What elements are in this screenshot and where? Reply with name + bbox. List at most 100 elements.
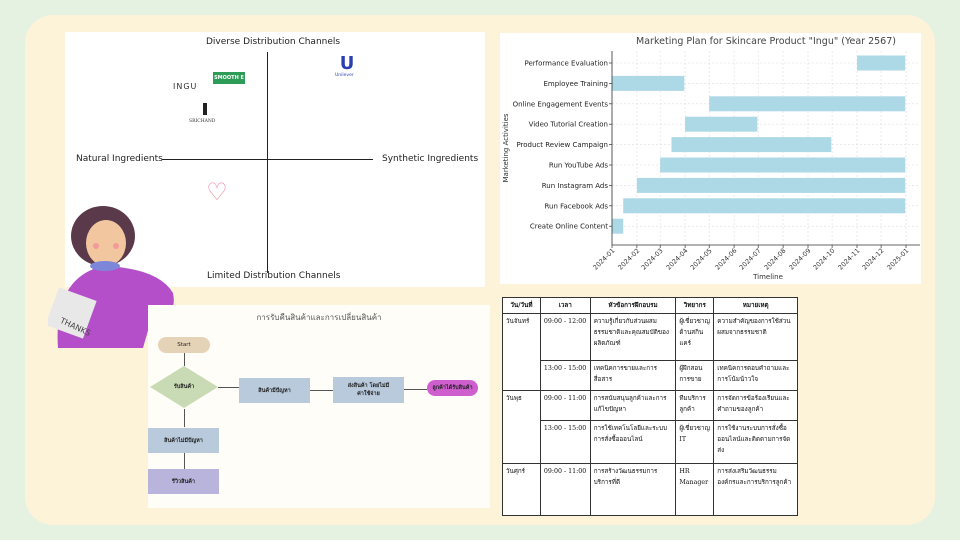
table-header-row: วัน/วันที่ เวลา หัวข้อการฝึกอบรม วิทยากร… bbox=[502, 297, 798, 314]
table-row: 13:00 - 15:00 เทคนิคการขายและการสื่อสาร … bbox=[503, 360, 798, 391]
note-cell: การใช้งานระบบการสั่งซื้อออนไลน์และติดตาม… bbox=[713, 420, 798, 464]
note-cell: เทคนิคการตอบคำถามและการโน้มน้าวใจ bbox=[713, 360, 798, 391]
header-day: วัน/วันที่ bbox=[502, 297, 541, 314]
chart-title: Marketing Plan for Skincare Product "Ing… bbox=[636, 36, 896, 47]
y-tick-label: Run YouTube Ads bbox=[549, 162, 608, 170]
arrow bbox=[184, 453, 185, 469]
x-tick-label: 2024-04 bbox=[665, 247, 690, 272]
arrow bbox=[404, 389, 427, 390]
note-cell: การส่งเสริมวัฒนธรรมองค์กรและการบริการลูก… bbox=[713, 463, 798, 516]
speaker-cell: ผู้เชี่ยวชาญ IT bbox=[675, 420, 715, 464]
vertical-axis bbox=[267, 52, 268, 273]
horizontal-axis bbox=[162, 159, 373, 160]
time-cell: 09:00 - 11:00 bbox=[539, 390, 591, 421]
speaker-cell: ผู้เชี่ยวชาญด้านสกินแคร์ bbox=[675, 313, 715, 361]
speaker-cell: HR Manager bbox=[675, 463, 715, 516]
arrow bbox=[218, 387, 239, 388]
header-note: หมายเหตุ bbox=[713, 297, 798, 314]
x-tick-label: 2024-09 bbox=[788, 247, 813, 272]
x-tick-label: 2024-05 bbox=[689, 247, 714, 272]
x-tick-label: 2024-12 bbox=[861, 247, 886, 272]
bottom-axis-label: Limited Distribution Channels bbox=[207, 271, 341, 281]
y-tick-label: Run Facebook Ads bbox=[544, 202, 608, 210]
review-node: รีวิวสินค้า bbox=[148, 469, 219, 494]
note-cell: ความสำคัญของการใช้ส่วนผสมจากธรรมชาติ bbox=[713, 313, 798, 361]
top-axis-label: Diverse Distribution Channels bbox=[206, 37, 341, 47]
ship-node: ส่งสินค้า โดยไม่มีค่าใช้จ่าย bbox=[333, 377, 404, 403]
gantt-chart: Marketing Plan for Skincare Product "Ing… bbox=[502, 36, 920, 281]
brand-ingu-logo: INGU bbox=[173, 82, 198, 91]
x-tick-label: 2024-08 bbox=[763, 247, 788, 272]
y-tick-label: Create Online Content bbox=[530, 223, 608, 231]
x-tick-label: 2024-07 bbox=[738, 247, 763, 272]
start-node: Start bbox=[158, 337, 210, 353]
topic-cell: ความรู้เกี่ยวกับส่วนผสมธรรมชาติและคุณสมบ… bbox=[589, 313, 677, 361]
gantt-bar bbox=[660, 157, 906, 173]
right-axis-label: Synthetic Ingredients bbox=[382, 154, 479, 164]
speaker-cell: ผู้ฝึกสอนการขาย bbox=[675, 360, 715, 391]
brand-heart-logo: ♡ bbox=[206, 178, 228, 206]
gantt-bar bbox=[685, 116, 758, 132]
y-axis-label: Marketing Activities bbox=[502, 113, 510, 182]
y-tick-label: Video Tutorial Creation bbox=[529, 121, 608, 129]
problem-node: สินค้ามีปัญหา bbox=[239, 378, 310, 403]
positioning-map: Diverse Distribution Channels Limited Di… bbox=[65, 32, 485, 287]
arrow bbox=[310, 390, 333, 391]
topic-cell: เทคนิคการขายและการสื่อสาร bbox=[589, 360, 677, 391]
topic-cell: การสนับสนุนลูกค้าและการแก้ไขปัญหา bbox=[589, 390, 677, 421]
arrow bbox=[184, 353, 185, 366]
day-cell: วันพุธ bbox=[502, 390, 541, 464]
training-table-panel: วัน/วันที่ เวลา หัวข้อการฝึกอบรม วิทยากร… bbox=[502, 297, 798, 516]
gantt-chart-panel: Marketing Plan for Skincare Product "Ing… bbox=[500, 33, 921, 284]
brand-unilever-logo: Unilever bbox=[335, 73, 354, 78]
table-row: วันจันทร์ 09:00 - 12:00 ความรู้เกี่ยวกับ… bbox=[502, 313, 798, 391]
gantt-bar bbox=[671, 137, 832, 153]
day-cell: วันจันทร์ bbox=[502, 313, 541, 391]
time-cell: 09:00 - 12:00 bbox=[539, 313, 591, 361]
gantt-bar bbox=[612, 75, 685, 91]
left-axis-label: Natural Ingredients bbox=[76, 154, 163, 164]
header-time: เวลา bbox=[539, 297, 591, 314]
x-axis-label: Timeline bbox=[752, 273, 783, 281]
x-tick-label: 2024-06 bbox=[714, 247, 739, 272]
header-topic: หัวข้อการฝึกอบรม bbox=[589, 297, 677, 314]
flowchart-panel: การรับคืนสินค้าและการเปลี่ยนสินค้า Start… bbox=[148, 305, 490, 508]
x-tick-label: 2024-02 bbox=[616, 247, 641, 272]
girl-illustration: THANKS bbox=[48, 206, 174, 348]
speaker-cell: ทีมบริการลูกค้า bbox=[675, 390, 715, 421]
arrow bbox=[184, 409, 185, 427]
y-tick-label: Performance Evaluation bbox=[524, 60, 608, 68]
x-tick-label: 2024-03 bbox=[640, 247, 665, 272]
gantt-bar bbox=[623, 198, 906, 214]
note-cell: การจัดการข้อร้องเรียนและคำถามของลูกค้า bbox=[713, 390, 798, 421]
decision-diamond bbox=[150, 366, 218, 408]
gantt-bar bbox=[709, 96, 906, 112]
y-tick-label: Product Review Campaign bbox=[516, 141, 608, 149]
table-row: วันพุธ 09:00 - 11:00 การสนับสนุนลูกค้าแล… bbox=[502, 390, 798, 464]
x-tick-label: 2024-01 bbox=[592, 247, 617, 272]
y-tick-label: Employee Training bbox=[543, 80, 608, 88]
topic-cell: การสร้างวัฒนธรรมการบริการที่ดี bbox=[589, 463, 677, 516]
srichand-mark bbox=[203, 103, 207, 115]
header-speaker: วิทยากร bbox=[675, 297, 715, 314]
y-tick-label: Run Instagram Ads bbox=[542, 182, 609, 190]
table-row: 13:00 - 15:00 การใช้เทคโนโลยีและระบบการส… bbox=[503, 420, 798, 464]
x-tick-label: 2024-11 bbox=[837, 247, 862, 272]
y-tick-label: Online Engagement Events bbox=[513, 100, 609, 108]
x-tick-label: 2025-01 bbox=[886, 247, 911, 272]
brand-smooth-e-logo: SMOOTH E bbox=[213, 72, 245, 84]
gantt-bar bbox=[636, 177, 906, 193]
table-row: วันศุกร์ 09:00 - 11:00 การสร้างวัฒนธรรมก… bbox=[502, 463, 798, 516]
unilever-u-icon: U bbox=[339, 53, 355, 74]
brand-srichand-logo: SRICHAND bbox=[189, 119, 216, 124]
day-cell: วันศุกร์ bbox=[502, 463, 541, 516]
end-node: ลูกค้าได้รับสินค้า bbox=[427, 380, 478, 396]
training-table: วัน/วันที่ เวลา หัวข้อการฝึกอบรม วิทยากร… bbox=[502, 297, 798, 516]
gantt-bar bbox=[612, 218, 624, 234]
gantt-bar bbox=[857, 55, 906, 71]
flowchart-title: การรับคืนสินค้าและการเปลี่ยนสินค้า bbox=[256, 313, 382, 322]
decision-label: รับสินค้า bbox=[173, 384, 195, 390]
time-cell: 09:00 - 11:00 bbox=[539, 463, 591, 516]
time-cell: 13:00 - 15:00 bbox=[539, 420, 591, 464]
topic-cell: การใช้เทคโนโลยีและระบบการสั่งซื้อออนไลน์ bbox=[589, 420, 677, 464]
